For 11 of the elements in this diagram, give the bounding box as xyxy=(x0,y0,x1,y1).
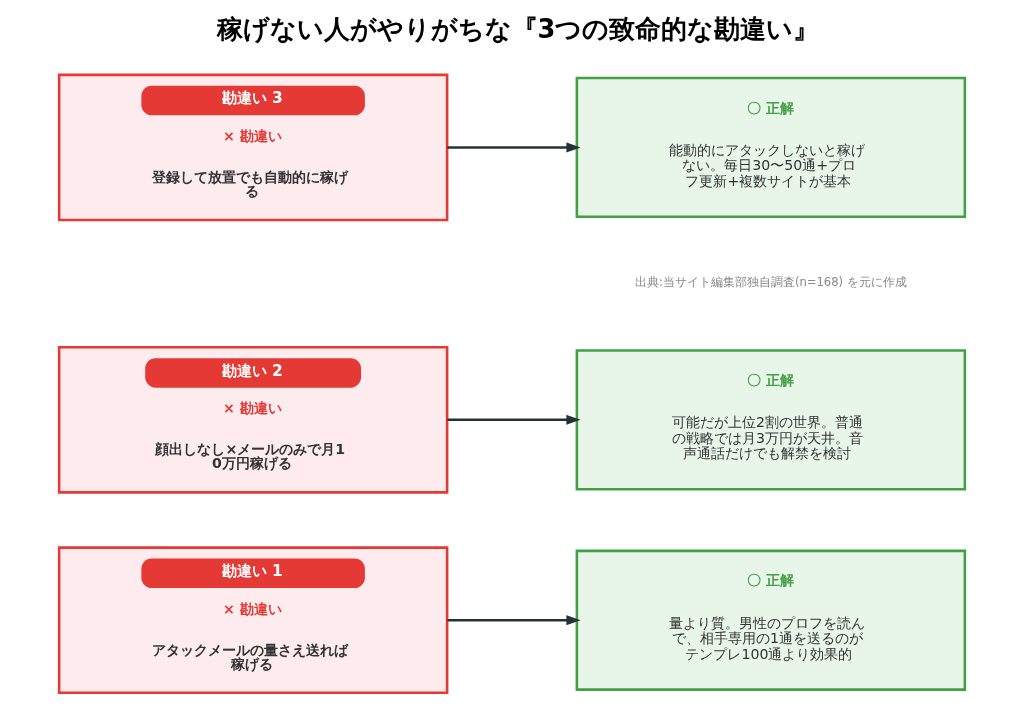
node-box: 勘違い 2 × 勘違い 顔出しなし×メールのみで月10万円稼げる xyxy=(57,345,449,494)
node-box: 〇 正解 量より質。男性のプロフを読んで、相手専用の1通を送るのがテンプレ100通より効果的 xyxy=(575,549,967,691)
diagram-title: 稼げない人がやりがちな『3つの致命的な勘違い』 xyxy=(216,13,820,44)
node-box: 勘違い 3 × 勘違い 登録して放置でも自動的に稼げる xyxy=(57,73,449,222)
node-box: 〇 正解 能動的にアタックしないと稼げない。毎日30〜50通+プロフ更新+複数サイトが基本 xyxy=(575,76,967,219)
arrow xyxy=(447,142,581,153)
node-box: 〇 正解 可能だが上位2割の世界。普通の戦略では月3万円が天井。音声通話だけでも解禁を検討 xyxy=(575,349,967,491)
arrow xyxy=(447,414,581,425)
node-box: 勘違い 1 × 勘違い アタックメールの量さえ送れば稼げる xyxy=(57,546,449,695)
arrow xyxy=(447,615,581,626)
caption: 出典:当サイト編集部独自調査(n=168) を元に作成 xyxy=(635,275,907,290)
